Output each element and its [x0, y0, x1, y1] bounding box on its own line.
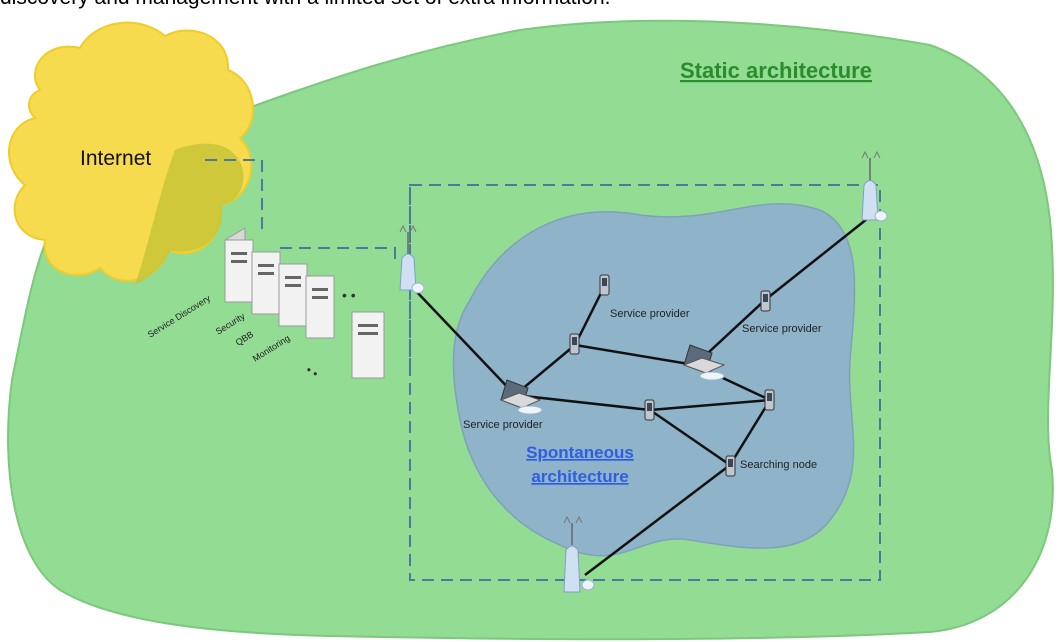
- pda-icon: [599, 274, 610, 296]
- pda-icon: [760, 290, 771, 312]
- antenna-icon: [563, 515, 595, 593]
- pda-icon: [725, 455, 736, 477]
- server-ellipsis: • •: [342, 287, 356, 303]
- antenna-icon: [861, 150, 888, 222]
- server-icon: [224, 227, 254, 303]
- service-provider-label-right: Service provider: [742, 323, 822, 335]
- spontaneous-architecture-title-line1: Spontaneous: [526, 443, 634, 462]
- server-icon: [251, 251, 281, 315]
- searching-node-label: Searching node: [740, 459, 817, 471]
- service-provider-label-left: Service provider: [463, 419, 543, 431]
- spontaneous-architecture-region: [452, 203, 856, 557]
- caption-text: discovery and management with a limited …: [0, 0, 610, 10]
- laptop-icon: [499, 379, 543, 415]
- static-architecture-title: Static architecture: [680, 58, 872, 83]
- service-provider-label-top: Service provider: [610, 308, 690, 320]
- dashed-connections: [205, 159, 881, 581]
- pda-icon: [764, 389, 775, 411]
- spontaneous-architecture-title-line2: architecture: [531, 467, 628, 486]
- internet-overlap-region: [135, 143, 244, 285]
- internet-label: Internet: [80, 147, 151, 170]
- antenna-icon: [399, 224, 425, 294]
- laptop-icon: [682, 344, 726, 381]
- server-icon: [351, 311, 385, 379]
- pda-icon: [644, 399, 655, 421]
- server-icon: [278, 263, 308, 327]
- server-icon: [305, 275, 335, 339]
- pda-icon: [569, 333, 580, 355]
